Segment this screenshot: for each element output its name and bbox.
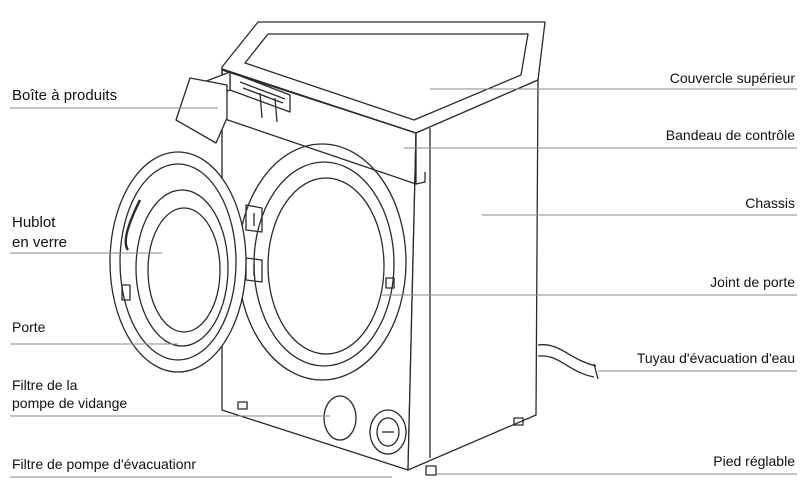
filter-cover [323, 395, 357, 441]
label-filtre-evacuation: Filtre de pompe d'évacuationr [12, 456, 196, 472]
pump-filter [369, 409, 407, 455]
drain-hose [537, 344, 597, 378]
label-chassis: Chassis [745, 195, 795, 211]
cabinet-side [407, 79, 539, 471]
label-filtre-vidange-line2: pompe de vidange [12, 395, 128, 411]
label-couvercle: Couvercle supérieur [669, 70, 795, 86]
label-boite-produits: Boîte à produits [12, 87, 118, 104]
label-pied: Pied réglable [713, 453, 795, 469]
label-bandeau: Bandeau de contrôle [665, 127, 795, 143]
label-tuyau: Tuyau d'évacuation d'eau [636, 350, 795, 366]
label-filtre-vidange-line1: Filtre de la [12, 377, 78, 393]
label-porte: Porte [12, 319, 46, 335]
label-joint: Joint de porte [710, 274, 795, 290]
label-hublot-line1: Hublot [12, 214, 56, 231]
label-hublot-line2: en verre [12, 234, 68, 251]
door-outer [109, 151, 247, 373]
drawer-front [175, 77, 228, 144]
